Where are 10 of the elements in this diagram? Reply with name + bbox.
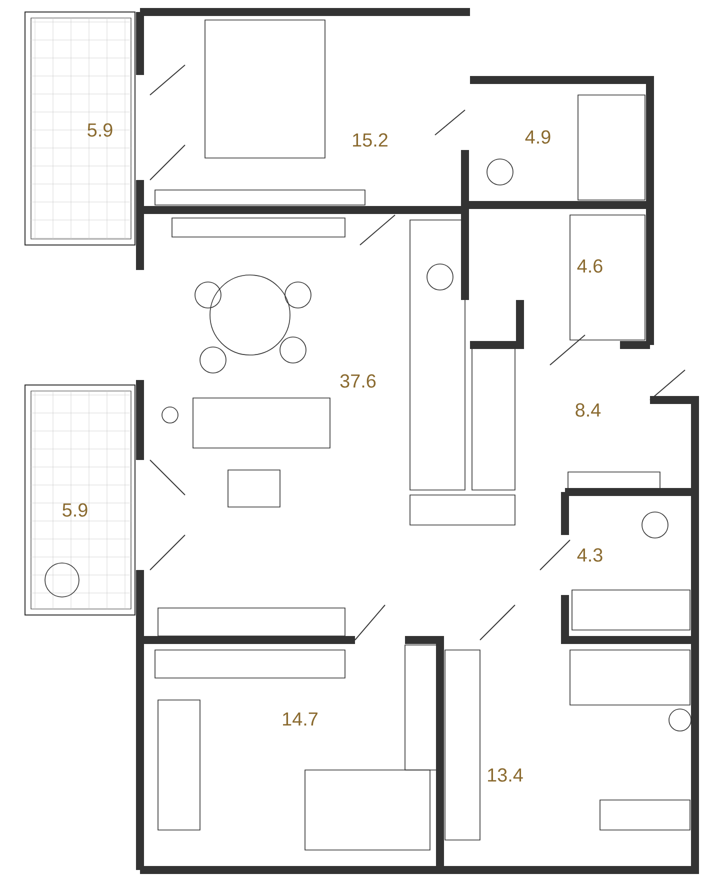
area-label: 5.9 xyxy=(88,123,112,137)
area-label: 14.7 xyxy=(283,712,318,726)
area-label: 15.2 xyxy=(353,133,388,147)
area-label: 4.6 xyxy=(577,259,602,273)
area-label: 4.3 xyxy=(577,548,602,562)
area-label: 4.9 xyxy=(525,130,550,144)
area-label: 37.6 xyxy=(340,374,376,388)
area-label: 5.9 xyxy=(62,503,88,517)
area-label: 8.4 xyxy=(576,403,601,417)
area-label: 13.4 xyxy=(488,768,523,782)
